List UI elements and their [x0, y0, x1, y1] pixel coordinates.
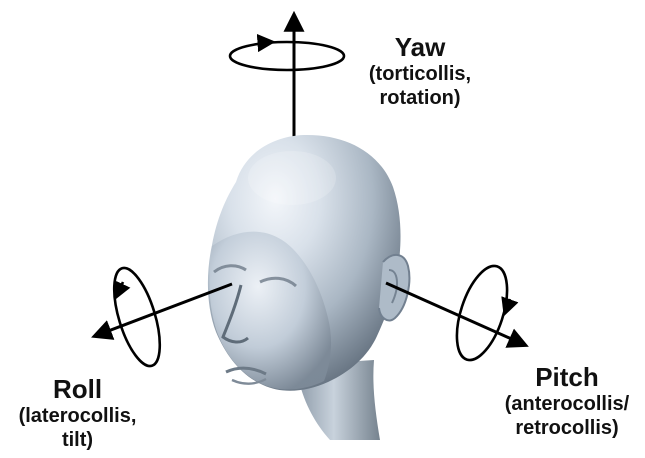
roll-title: Roll [0, 374, 155, 404]
yaw-subtitle-line-1: (torticollis, [345, 62, 495, 86]
pitch-title: Pitch [487, 362, 645, 392]
pitch-subtitle-line-1: (anterocollis/ [487, 392, 645, 416]
roll-subtitle-line-2: tilt) [0, 428, 155, 452]
yaw-axis [230, 15, 344, 145]
roll-subtitle-line-1: (laterocollis, [0, 404, 155, 428]
head-model-icon [208, 135, 409, 440]
roll-label: Roll (laterocollis, tilt) [0, 374, 155, 452]
yaw-subtitle-line-2: rotation) [345, 86, 495, 110]
pitch-label: Pitch (anterocollis/ retrocollis) [487, 362, 645, 440]
yaw-label: Yaw (torticollis, rotation) [345, 32, 495, 110]
yaw-title: Yaw [345, 32, 495, 62]
pitch-subtitle-line-2: retrocollis) [487, 416, 645, 440]
